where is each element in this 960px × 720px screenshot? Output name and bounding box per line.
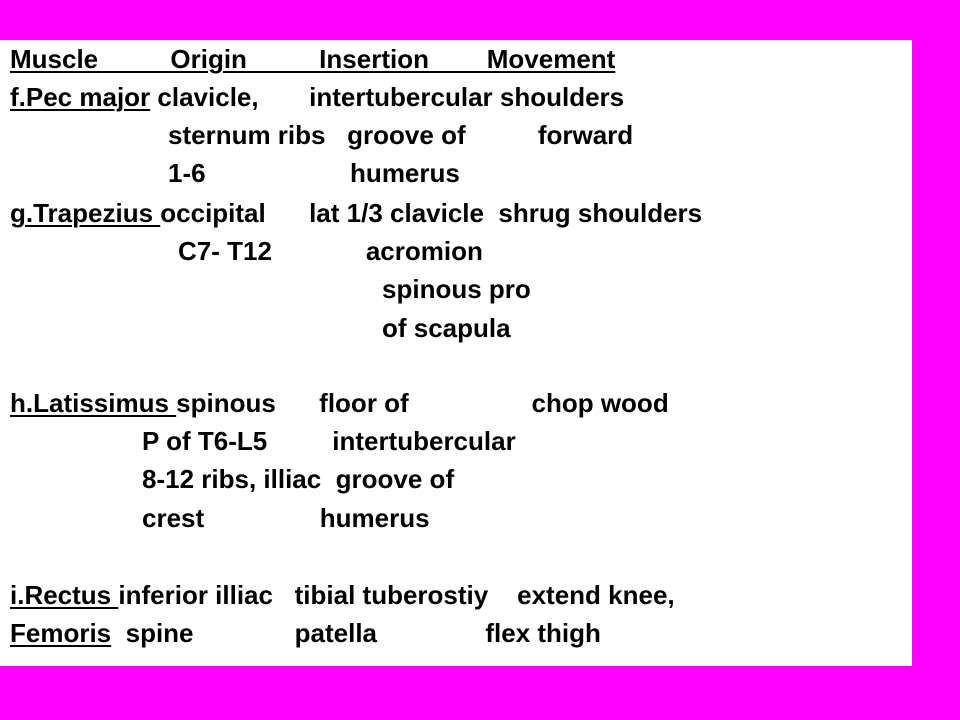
row-latissimus: h.Latissimus spinous floor of chop wood [10,388,669,418]
slide-content [0,40,912,666]
row-text: occipital lat 1/3 clavicle shrug shoulde… [160,198,703,228]
muscle-name: g.Trapezius [10,198,161,228]
row-latissimus-line2: P of T6-L5 intertubercular [142,426,516,456]
muscle-name: i.Rectus [10,580,119,610]
muscle-name: Femoris [10,618,112,648]
row-trapezius-line4: of scapula [382,313,511,343]
row-pec-major: f.Pec major clavicle, intertubercular sh… [10,82,624,112]
row-rectus: i.Rectus inferior illiac tibial tuberost… [10,580,675,610]
row-latissimus-line3: 8-12 ribs, illiac groove of [142,464,455,494]
row-text: spine patella flex thigh [111,618,601,648]
muscle-name: h.Latissimus [10,388,177,418]
row-trapezius-line3: spinous pro [382,274,531,304]
row-trapezius: g.Trapezius occipital lat 1/3 clavicle s… [10,198,702,228]
row-text: spinous floor of chop wood [176,388,669,418]
row-text: inferior illiac tibial tuberostiy extend… [118,580,675,610]
row-pec-line3: 1-6 humerus [168,158,460,188]
row-text: clavicle, intertubercular shoulders [157,82,625,112]
row-pec-line2: sternum ribs groove of forward [168,120,634,150]
table-header: Muscle Origin Insertion Movement [10,44,616,74]
muscle-name: f.Pec major [10,82,151,112]
row-trapezius-line2: C7- T12 acromion [178,236,483,266]
row-femoris: Femoris spine patella flex thigh [10,618,601,648]
row-latissimus-line4: crest humerus [142,503,430,533]
